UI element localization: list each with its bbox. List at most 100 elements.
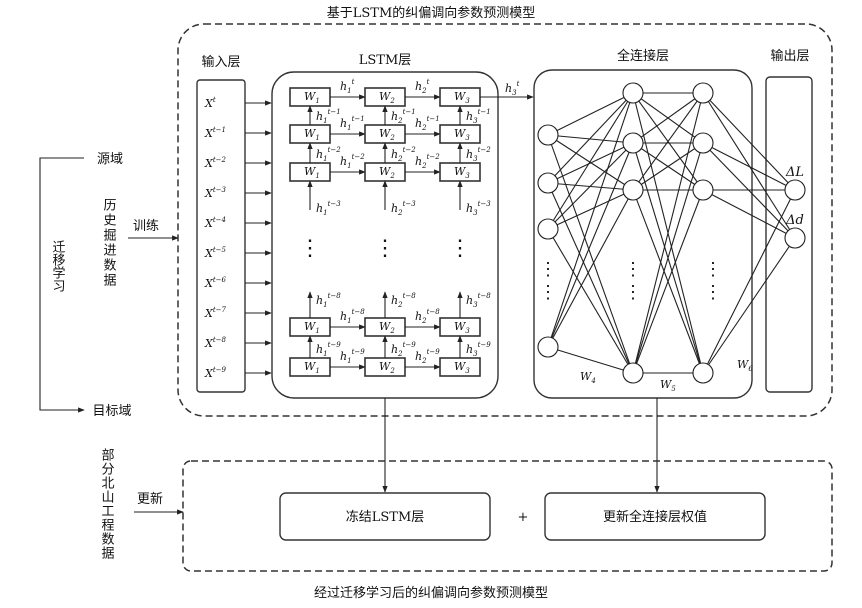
weight-label: W5 [660,378,676,393]
hidden-state-label: h2t−8 [415,308,440,325]
vertical-state-label: h1t−2 [316,146,341,163]
fc-neuron [537,172,559,194]
vertical-state-label: h1t−1 [316,108,341,125]
lstm-cell-label: W1 [304,90,320,105]
fc-connection [702,189,796,374]
lstm-cell-label: W3 [454,165,470,180]
ellipsis-icon: ⋮ [539,282,557,303]
vertical-state-label: h2t−2 [391,146,416,163]
vertical-state-label: h2t−3 [391,200,416,217]
fc-connection [632,92,704,144]
fc-neuron [537,218,559,240]
lstm-cell-label: W3 [454,90,470,105]
hidden-state-label: h2t [415,78,430,95]
fc-connection [632,92,704,374]
original-model-frame [177,23,833,417]
input-label: Xt−1 [204,126,226,140]
fc-neuron [537,124,559,146]
fc-connection [632,142,704,374]
hidden-state-label: h2t−9 [415,348,440,365]
input-label: Xt−4 [204,216,226,230]
input-label: Xt−9 [204,366,227,380]
vertical-state-label: h2t−1 [391,108,416,125]
hidden-state-label: h2t−2 [415,153,440,170]
fc-connection [547,134,634,144]
fc-connection [547,142,634,348]
history-data-label: 历史掘进数据 [101,198,117,288]
ellipsis-icon: ⋮ [374,236,396,261]
lstm-cell-label: W2 [379,90,395,105]
vertical-state-label: h2t−8 [391,292,416,309]
fc-neuron [692,179,714,201]
ellipsis-icon: ⋮ [704,282,722,303]
fc-connection [547,92,634,230]
input-label: Xt−5 [204,246,227,260]
train-label: 训练 [133,219,159,234]
fc-neuron [692,362,714,384]
hidden-state-label: h2t−1 [415,115,440,132]
transfer-bracket [39,157,85,413]
fc-connection [702,237,796,374]
output-neuron [784,227,806,249]
lstm-cell-label: W3 [454,360,470,375]
diagram-title: 基于LSTM的纠偏调向参数预测模型 [327,5,536,21]
target-domain-label: 目标域 [92,404,131,419]
hidden-state-label: h1t [340,78,355,95]
input-layer-box [196,79,246,393]
output-neuron [784,179,806,201]
lstm-cell-label: W2 [379,165,395,180]
fc-connection [547,92,634,136]
fc-connection [547,134,634,374]
weight-label: W6 [737,358,753,373]
ellipsis-icon: ⋮ [449,236,471,261]
vertical-state-label: h3t−9 [466,341,491,358]
vertical-state-label: h3t−2 [466,146,491,163]
fc-connection [632,189,704,374]
lstm-cells: W1h1tW2h2tW3W1h1t−1h1t−1W2h2t−1h2t−1W3h3… [289,78,534,377]
vertical-state-label: h1t−3 [316,200,341,217]
input-label: Xt [204,96,216,110]
fc-connection [547,92,634,348]
input-layer-label: 输入层 [201,54,240,70]
lstm-cell-label: W1 [304,165,320,180]
vertical-state-label: h1t−8 [316,292,341,309]
hidden-state-label: h1t−2 [340,153,365,170]
hidden-state-label: h1t−8 [340,308,365,325]
fc-neuron [692,82,714,104]
transfer-learning-label: 迁移学习 [50,240,66,292]
fc-connection [547,346,634,374]
lstm-cell-label: W1 [304,127,320,142]
input-label: Xt−7 [204,306,227,320]
ellipsis-icon: ⋮ [299,236,321,261]
fc-neuron [622,132,644,154]
vertical-state-label: h2t−9 [391,341,416,358]
fc-connection [547,142,634,230]
ellipsis-icon: ⋮ [624,259,642,280]
lstm-cell-label: W3 [454,320,470,335]
bottom-title: 经过迁移学习后的纠偏调向参数预测模型 [314,585,548,601]
ellipsis-icon: ⋮ [624,282,642,303]
lstm-cell-label: W2 [379,127,395,142]
fc-neuron [622,179,644,201]
fc-connection [702,142,796,191]
fc-connection [547,142,634,184]
fc-neuron [622,82,644,104]
weight-label: W4 [580,370,596,385]
transferred-model-frame [182,460,833,572]
hidden-state-label: h1t−9 [340,348,365,365]
lstm-cell-label: W2 [379,360,395,375]
fc-neuron [622,362,644,384]
input-label: Xt−8 [204,336,227,350]
fc-connection [702,92,796,191]
lstm-cell-label: W1 [304,320,320,335]
freeze-lstm-label: 冻结LSTM层 [346,509,425,525]
fc-neuron [692,132,714,154]
fc-connection [547,189,634,230]
vertical-state-label: h3t−8 [466,292,491,309]
lstm-output-label: h3t [505,80,520,97]
fc-connection [632,142,704,191]
plus-sign: + [518,510,529,525]
ellipsis-icon: ⋮ [704,259,722,280]
